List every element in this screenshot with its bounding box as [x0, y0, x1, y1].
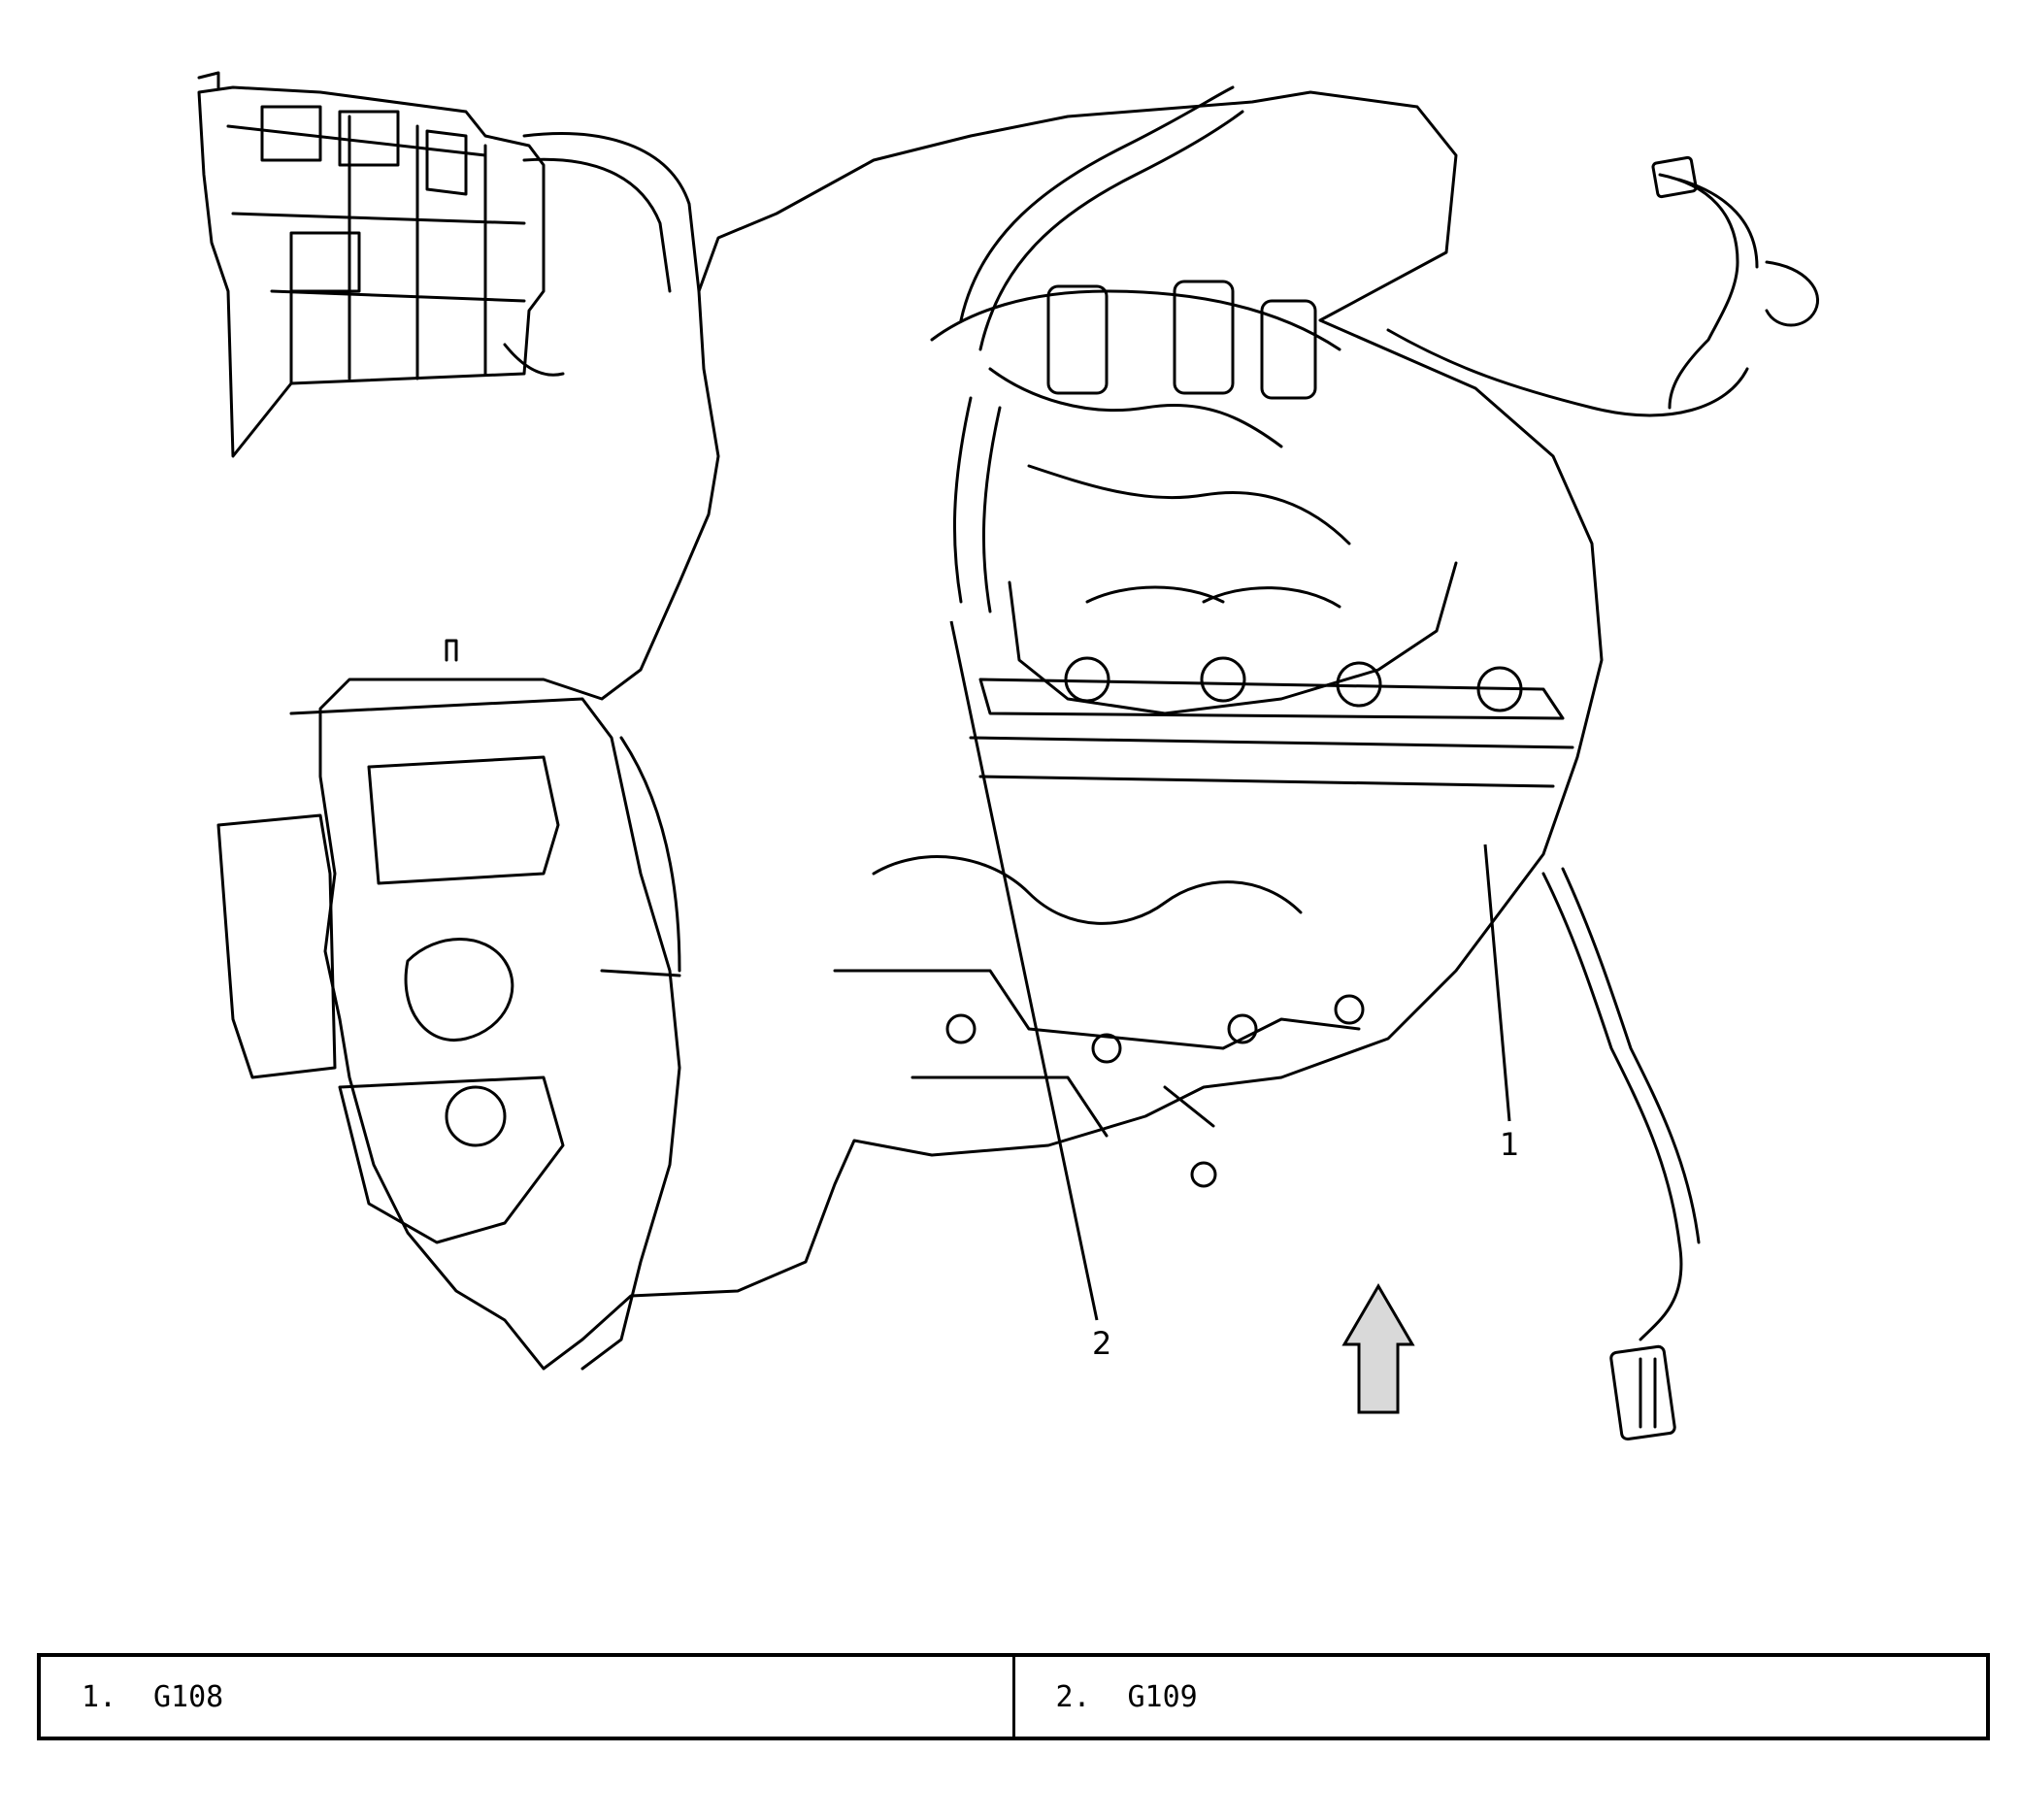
valve-cover-coils: [969, 656, 1574, 788]
callout-1-label: 1: [1500, 1126, 1519, 1163]
transmission-housing: [216, 639, 681, 1371]
callout-1-leader: [1483, 844, 1511, 1122]
legend-table: 1. G108 2. G109: [37, 1653, 1990, 1740]
front-arrow-icon: [1341, 1283, 1415, 1414]
legend-number-1: 1.: [82, 1679, 117, 1714]
legend-cell-2: 2. G109: [1011, 1657, 1987, 1737]
legend-label-1: G108: [153, 1679, 224, 1714]
lower-block-details: [833, 855, 1365, 1188]
engine-ground-location-diagram: 1 2: [197, 71, 1819, 1441]
harness-to-upper-connector: [1651, 155, 1819, 410]
callout-2-leader: [949, 620, 1099, 1321]
upper-left-bracket-module: [197, 71, 701, 458]
legend-cell-1: 1. G108: [41, 1657, 1012, 1737]
legend-label-2: G109: [1127, 1679, 1198, 1714]
intake-manifold: [930, 280, 1458, 715]
harness-to-lower-connector: [1541, 867, 1701, 1441]
callout-2-label: 2: [1092, 1325, 1111, 1362]
engine-block-outline: [318, 90, 1604, 1371]
legend-number-2: 2.: [1055, 1679, 1091, 1714]
wiring-harness-top: [952, 85, 1749, 613]
